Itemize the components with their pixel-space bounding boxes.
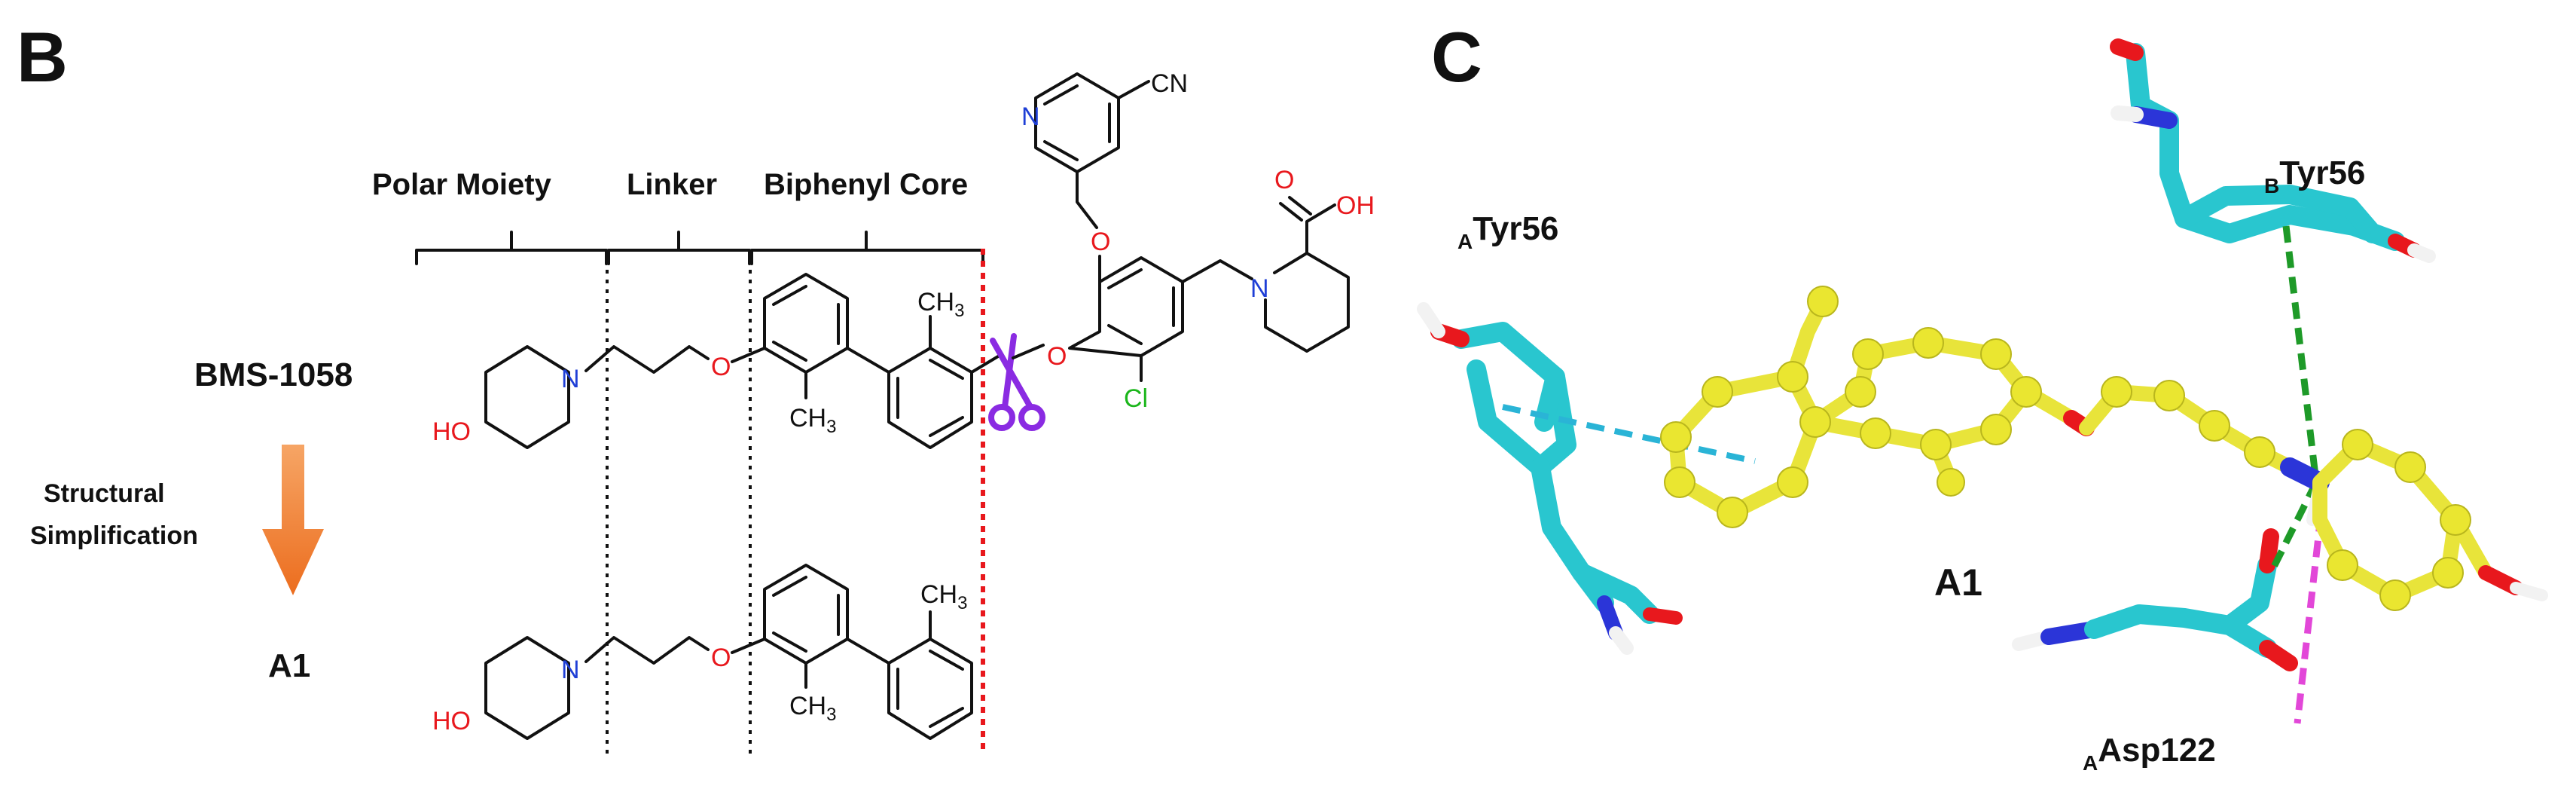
phenyl-ring-2 [887,347,973,449]
atom-cn: CN [1151,69,1188,98]
compound-label-a1: A1 [268,647,310,684]
hbond-asp [2267,480,2320,575]
bracket-linker [607,231,751,265]
piperidine-ring [484,345,570,449]
atom-oh: OH [1336,191,1375,220]
atom-o-a1: O [711,644,731,672]
header-biphenyl-core: Biphenyl Core [764,168,968,201]
bracket-core [750,231,984,265]
hbond-tyr-b [2282,225,2320,483]
panel-b: B Polar Moiety Linker Biphenyl Core BMS-… [17,17,1375,754]
phenyl-ring-2-a1 [887,638,973,740]
label-a-tyr56: ATyr56 [1457,210,1558,253]
atom-n-a1: N [561,656,580,684]
header-polar-moiety: Polar Moiety [372,168,552,201]
header-linker: Linker [627,168,717,201]
atom-ch3-b: CH3 [917,288,964,321]
atom-n: N [561,365,580,393]
arrow-label-1: Structural [44,479,165,508]
pi-stack-interaction [1502,404,1756,464]
atom-ch3-a: CH3 [789,404,836,437]
label-b-tyr56: BTyr56 [2264,154,2365,197]
ligand-a1 [1660,286,2548,611]
section-brackets [415,231,984,265]
atom-ch3-a1-a: CH3 [789,692,836,725]
atom-ho-a1: HO [432,707,471,735]
atom-o-acid: O [1274,166,1294,194]
label-a-asp122: AAsp122 [2083,732,2216,775]
scissors-icon [988,333,1045,431]
linker-chain [584,345,710,374]
panel-c: C BTyr56 ATyr56 [1417,17,2548,775]
atom-n-2: N [1250,274,1269,303]
residue-a-tyr56 [1417,302,1683,655]
atom-o-2: O [1047,342,1067,371]
ligand-atoms [1660,286,2471,611]
phenyl-ring-1-a1 [763,564,849,665]
residue-b-tyr56 [2110,38,2436,263]
phenyl-ring-1 [763,273,849,374]
atom-n-pyridine: N [1021,102,1040,131]
panel-b-label: B [17,17,68,96]
residue-a-asp122 [2012,528,2298,671]
atom-o: O [711,353,731,381]
bracket-polar [415,231,608,265]
atom-o-3: O [1091,228,1110,256]
structure-a1: N HO O CH3 CH3 [432,564,973,740]
structure-bms-1058: N HO O CH3 CH3 [432,69,1375,449]
atom-ch3-a1-b: CH3 [920,580,967,613]
arrow-label-2: Simplification [30,521,198,550]
pyridine-ring [1034,72,1120,173]
chloro-aryl-ring [1068,256,1184,357]
label-ligand-a1: A1 [1934,561,1982,604]
piperidine-acid-ring [1264,252,1350,353]
atom-ho: HO [432,417,471,446]
simplification-arrow [262,445,324,595]
atom-cl: Cl [1124,384,1148,413]
piperidine-ring-a1 [484,636,570,740]
panel-c-label: C [1431,17,1482,96]
compound-label-bms: BMS-1058 [194,356,353,393]
